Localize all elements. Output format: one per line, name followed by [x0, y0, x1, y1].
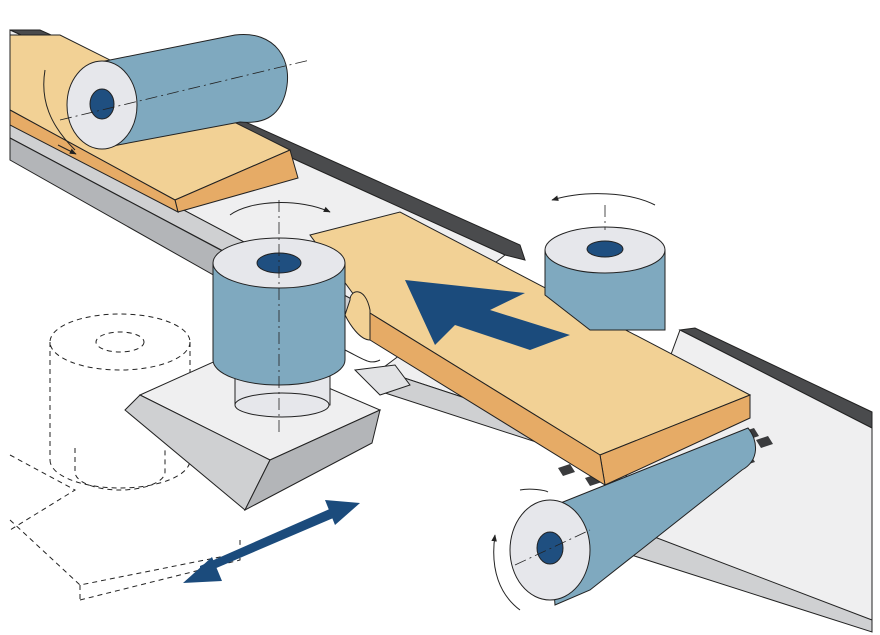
bottom-feed-roller	[491, 427, 756, 611]
spindle-ghost-position	[9, 313, 241, 601]
right-vertical-spindle	[544, 193, 666, 331]
adjustment-double-arrow	[183, 500, 360, 583]
bottom-roller-bore	[536, 531, 564, 565]
top-feed-roller	[59, 33, 311, 150]
top-roller-bore	[89, 88, 115, 120]
left-vertical-spindle	[212, 200, 381, 435]
right-spindle-bore	[586, 240, 624, 258]
feed-direction-arrow	[405, 280, 570, 350]
